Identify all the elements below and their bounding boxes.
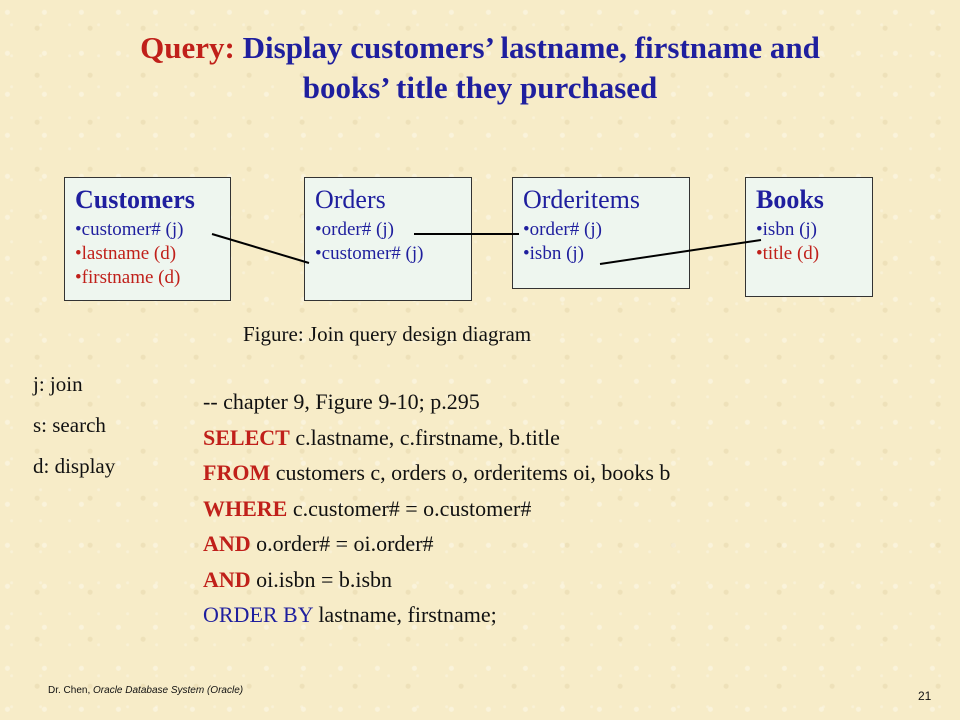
sql-comment: -- chapter 9, Figure 9-10; p.295 bbox=[203, 389, 480, 414]
sql-where-keyword: WHERE bbox=[203, 495, 288, 521]
sql-select-columns: c.lastname, c.firstname, b.title bbox=[289, 424, 560, 450]
entity-name-books: Books bbox=[756, 185, 824, 214]
title-line1: Display customers’ lastname, firstname a… bbox=[242, 30, 820, 65]
sql-and-keyword-1: AND bbox=[203, 531, 251, 556]
entity-books: Books isbn (j) title (d) bbox=[745, 177, 873, 297]
field-orderitems-order-id: order# (j) bbox=[523, 218, 679, 242]
entity-name-orderitems: Orderitems bbox=[523, 185, 640, 214]
field-firstname: firstname (d) bbox=[75, 266, 220, 290]
field-orderitems-isbn: isbn (j) bbox=[523, 242, 679, 266]
title-prefix: Query: bbox=[140, 30, 235, 65]
field-order-customer-id: customer# (j) bbox=[315, 242, 461, 266]
figure-caption: Figure: Join query design diagram bbox=[243, 322, 532, 346]
field-books-title: title (d) bbox=[756, 242, 862, 266]
sql-orderby-columns: lastname, firstname; bbox=[312, 602, 497, 627]
entity-customers: Customers customer# (j) lastname (d) fir… bbox=[64, 177, 231, 301]
sql-and-condition-1: o.order# = oi.order# bbox=[250, 531, 434, 556]
field-order-id: order# (j) bbox=[315, 218, 461, 242]
sql-where-condition: c.customer# = o.customer# bbox=[287, 495, 532, 521]
footer-author: Dr. Chen, bbox=[48, 685, 91, 696]
sql-select-keyword: SELECT bbox=[203, 424, 290, 450]
sql-select-line: SELECT c.lastname, c.firstname, b.title bbox=[203, 420, 670, 456]
entity-name-orders: Orders bbox=[315, 185, 386, 214]
sql-from-tables: customers c, orders o, orderitems oi, bo… bbox=[270, 460, 671, 485]
title-line2: books’ title they purchased bbox=[302, 70, 658, 105]
sql-orderby-keyword: ORDER BY bbox=[203, 602, 313, 627]
field-lastname: lastname (d) bbox=[75, 242, 220, 266]
legend: j: join s: search d: display bbox=[33, 364, 115, 487]
sql-where-line: WHERE c.customer# = o.customer# bbox=[203, 491, 670, 527]
slide-title: Query: Display customers’ lastname, firs… bbox=[40, 28, 920, 108]
sql-orderby-line: ORDER BY lastname, firstname; bbox=[203, 597, 670, 633]
footer: Dr. Chen, Oracle Database System (Oracle… bbox=[48, 685, 243, 696]
field-customer-id: customer# (j) bbox=[75, 218, 220, 242]
page-number: 21 bbox=[918, 689, 932, 703]
entity-orders: Orders order# (j) customer# (j) bbox=[304, 177, 472, 301]
sql-and-keyword-2: AND bbox=[203, 566, 251, 592]
sql-and-line-1: AND o.order# = oi.order# bbox=[203, 526, 670, 562]
sql-and-condition-2: oi.isbn = b.isbn bbox=[250, 566, 393, 592]
footer-course: Oracle Database System (Oracle) bbox=[93, 685, 244, 696]
legend-search: s: search bbox=[33, 413, 106, 437]
legend-display: d: display bbox=[33, 454, 116, 478]
legend-join: j: join bbox=[33, 372, 83, 396]
sql-and-line-2: AND oi.isbn = b.isbn bbox=[203, 562, 670, 598]
sql-from-line: FROM customers c, orders o, orderitems o… bbox=[203, 455, 670, 491]
sql-code: -- chapter 9, Figure 9-10; p.295 SELECT … bbox=[203, 384, 670, 633]
sql-from-keyword: FROM bbox=[203, 460, 271, 485]
entity-orderitems: Orderitems order# (j) isbn (j) bbox=[512, 177, 690, 289]
entity-name-customers: Customers bbox=[75, 185, 195, 214]
field-books-isbn: isbn (j) bbox=[756, 218, 862, 242]
